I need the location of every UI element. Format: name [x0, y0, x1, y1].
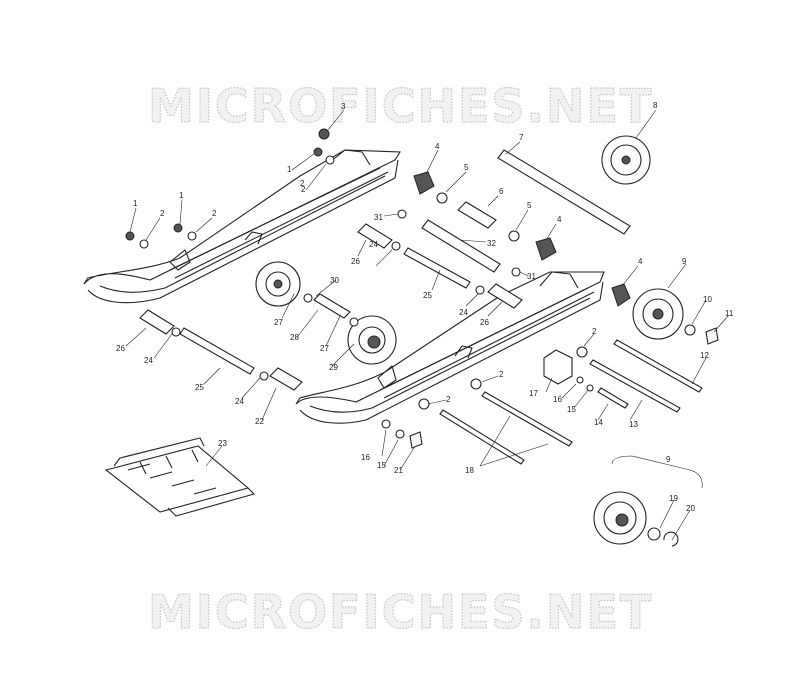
bolt-14 — [597, 387, 629, 409]
bolt-18a — [481, 391, 573, 447]
pivot-bracket-4-right — [611, 283, 631, 307]
callout-2: 2 — [446, 395, 451, 404]
callout-6: 6 — [499, 187, 504, 196]
axle-7 — [497, 149, 631, 235]
spacer-tube-22 — [269, 367, 303, 391]
callout-19: 19 — [669, 494, 678, 503]
callout-2: 2 — [300, 179, 305, 188]
spacer-tube-28 — [313, 293, 351, 319]
callout-8: 8 — [653, 101, 658, 110]
callout-31: 31 — [374, 213, 383, 222]
bolt-12 — [613, 339, 703, 393]
callout-15: 15 — [377, 461, 386, 470]
callout-24: 24 — [235, 397, 244, 406]
group-bracket-9 — [611, 455, 703, 489]
callout-26: 26 — [116, 344, 125, 353]
callout-1: 1 — [133, 199, 138, 208]
spacer-tube-26-upper — [357, 223, 393, 249]
callout-31: 31 — [527, 272, 536, 281]
callout-16: 16 — [361, 453, 370, 462]
spacer-tube-26-right — [487, 283, 523, 309]
callout-24: 24 — [369, 240, 378, 249]
watermark-top: MICROFICHES.NET — [148, 79, 653, 133]
callout-9: 9 — [682, 257, 687, 266]
callout-26: 26 — [351, 257, 360, 266]
callout-1: 1 — [179, 191, 184, 200]
bolt-13 — [589, 359, 681, 413]
callout-32: 32 — [487, 239, 496, 248]
callout-13: 13 — [629, 420, 638, 429]
callout-2: 2 — [301, 185, 306, 194]
pivot-bracket-4-middle — [535, 237, 557, 261]
callout-16: 16 — [553, 395, 562, 404]
idler-wheel-8 — [601, 135, 651, 185]
callout-25: 25 — [423, 291, 432, 300]
callout-20: 20 — [686, 504, 695, 513]
callout-2: 2 — [160, 209, 165, 218]
right-rail — [295, 271, 605, 424]
stop-block-17 — [543, 349, 573, 385]
callout-28: 28 — [290, 333, 299, 342]
callout-5: 5 — [527, 201, 532, 210]
watermark-bottom: MICROFICHES.NET — [148, 585, 653, 639]
callout-15: 15 — [567, 405, 576, 414]
left-rail — [83, 149, 401, 304]
bolt-18b — [439, 409, 525, 465]
leader-lines — [125, 109, 729, 541]
callout-4: 4 — [638, 257, 643, 266]
spacer-tube-26-left — [139, 309, 175, 335]
callout-3: 3 — [341, 102, 346, 111]
callout-14: 14 — [594, 418, 603, 427]
callout-24: 24 — [144, 356, 153, 365]
callout-9: 9 — [666, 455, 671, 464]
axle-25-lower — [179, 327, 255, 375]
callout-25: 25 — [195, 383, 204, 392]
idler-wheel-9 — [632, 288, 684, 340]
callout-12: 12 — [700, 351, 709, 360]
callout-1: 1 — [287, 165, 292, 174]
track-slide-assembly — [104, 437, 255, 517]
callout-4: 4 — [435, 142, 440, 151]
axle-32 — [421, 219, 501, 273]
callout-21: 21 — [394, 466, 403, 475]
wheel-27-left — [255, 261, 301, 307]
callout-18: 18 — [465, 466, 474, 475]
callout-30: 30 — [330, 276, 339, 285]
axle-25-upper — [403, 247, 471, 289]
callout-2: 2 — [212, 209, 217, 218]
callout-29: 29 — [329, 363, 338, 372]
callout-5: 5 — [464, 163, 469, 172]
callout-22: 22 — [255, 417, 264, 426]
callout-23: 23 — [218, 439, 227, 448]
callout-26: 26 — [480, 318, 489, 327]
wheel-29 — [347, 315, 397, 365]
pivot-bracket-4-upper — [413, 171, 435, 195]
spacer-tube-6 — [457, 201, 497, 229]
callout-labels: 1 1 1 2 2 2 2 2 2 2 3 4 4 4 5 5 6 7 8 9 … — [116, 101, 734, 513]
callout-10: 10 — [703, 295, 712, 304]
idler-wheel-9-exploded — [593, 491, 647, 545]
callout-11: 11 — [725, 309, 734, 318]
callout-2: 2 — [592, 327, 597, 336]
callout-27: 27 — [274, 318, 283, 327]
callout-27: 27 — [320, 344, 329, 353]
callout-4: 4 — [557, 215, 562, 224]
callout-7: 7 — [519, 133, 524, 142]
callout-24: 24 — [459, 308, 468, 317]
callout-2: 2 — [499, 370, 504, 379]
callout-17: 17 — [529, 389, 538, 398]
